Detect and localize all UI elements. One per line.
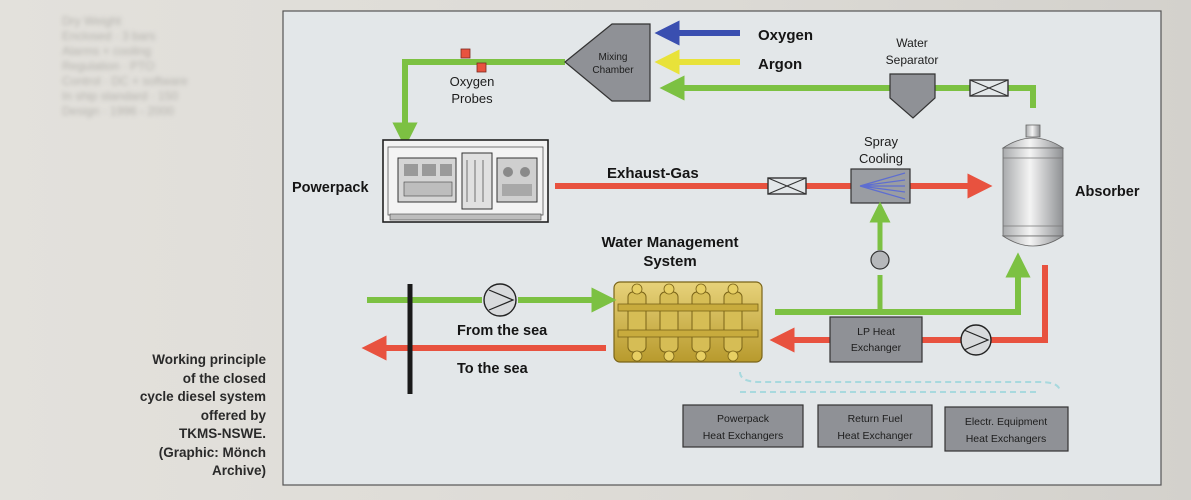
water-separator-label-2: Separator bbox=[886, 53, 939, 67]
from-sea-label: From the sea bbox=[457, 323, 548, 339]
mixing-chamber-label-1: Mixing bbox=[599, 52, 628, 63]
blurred-line: Control · DC + software bbox=[62, 74, 188, 88]
mixed-gas-arrow bbox=[392, 59, 565, 148]
oxygen-probe-sensor bbox=[476, 62, 487, 73]
caption-line: TKMS-NSWE. bbox=[179, 426, 266, 441]
oxygen-probes-label-2: Probes bbox=[451, 91, 493, 106]
water-separator-label-1: Water bbox=[896, 36, 928, 50]
powerpack-hx-label-1: Powerpack bbox=[717, 413, 770, 425]
spray-cooling-label-2: Cooling bbox=[859, 151, 903, 166]
water-to-absorber-arrow bbox=[775, 252, 1031, 315]
oxygen-label: Oxygen bbox=[758, 27, 813, 44]
caption-line: offered by bbox=[200, 407, 266, 423]
pump-icon bbox=[960, 324, 992, 356]
lp-heat-exchanger-label-1: LP Heat bbox=[857, 326, 895, 338]
exhaust-gas-label: Exhaust-Gas bbox=[607, 165, 699, 182]
oxygen-probe-sensor bbox=[460, 48, 471, 59]
powerpack-hx-label-2: Heat Exchangers bbox=[703, 430, 784, 442]
electr-equipment-hx-label-2: Heat Exchangers bbox=[966, 433, 1047, 445]
return-fuel-heat-exchanger: Return Fuel Heat Exchanger bbox=[817, 404, 933, 448]
caption-line: cycle diesel system bbox=[139, 389, 266, 404]
water-separator: Water Separator bbox=[886, 36, 939, 119]
caption-line: Working principle bbox=[152, 352, 266, 367]
valve-icon bbox=[969, 79, 1009, 97]
blurred-spec-text: Dry Weight Enclosed · 3 bars Alarms + co… bbox=[62, 14, 252, 119]
absorber-outlet-pipe bbox=[1008, 85, 1036, 108]
return-fuel-hx-label-1: Return Fuel bbox=[848, 413, 903, 425]
argon-label: Argon bbox=[758, 56, 802, 73]
blurred-line: Design · 1996 - 2000 bbox=[62, 104, 175, 118]
pump-icon bbox=[483, 283, 517, 317]
electr-equipment-heat-exchangers: Electr. Equipment Heat Exchangers bbox=[944, 406, 1069, 452]
to-sea-label: To the sea bbox=[457, 361, 529, 377]
blurred-line: In ship standard · 150 bbox=[62, 89, 179, 103]
absorber-vessel bbox=[1001, 124, 1065, 247]
powerpack-label: Powerpack bbox=[292, 180, 369, 196]
spray-cooling-unit: Spray Cooling bbox=[850, 134, 911, 204]
valve-icon bbox=[767, 177, 807, 195]
lp-heat-exchanger: LP Heat Exchanger bbox=[829, 316, 923, 363]
spray-cooling-label-1: Spray bbox=[864, 134, 898, 149]
caption-line: Archive) bbox=[211, 463, 266, 478]
absorber-label: Absorber bbox=[1075, 184, 1140, 200]
water-management-label-1: Water Management bbox=[602, 234, 739, 251]
return-fuel-hx-label-2: Heat Exchanger bbox=[837, 430, 913, 442]
pump-icon bbox=[870, 250, 890, 270]
powerpack-heat-exchangers: Powerpack Heat Exchangers bbox=[682, 404, 804, 448]
blurred-line: Alarms + cooling bbox=[62, 44, 152, 58]
lp-heat-exchanger-label-2: Exchanger bbox=[851, 342, 902, 354]
absorber-return-pipe bbox=[990, 265, 1048, 343]
blurred-line: Regulation · PTO bbox=[62, 59, 155, 73]
mixing-chamber-label-2: Chamber bbox=[592, 65, 634, 76]
figure-caption: Working principle of the closed cycle di… bbox=[108, 351, 266, 481]
water-management-label-2: System bbox=[643, 253, 696, 270]
powerpack-engine bbox=[382, 139, 549, 223]
blurred-line: Dry Weight bbox=[62, 14, 122, 28]
water-management-system bbox=[613, 281, 763, 363]
caption-line: (Graphic: Mönch bbox=[158, 444, 266, 460]
blurred-line: Enclosed · 3 bars bbox=[62, 29, 156, 43]
electr-equipment-hx-label-1: Electr. Equipment bbox=[965, 416, 1047, 428]
oxygen-probes-label-1: Oxygen bbox=[450, 74, 495, 89]
caption-line: of the closed bbox=[182, 370, 266, 386]
cooling-circuit-line bbox=[739, 371, 1061, 393]
mixing-chamber: Mixing Chamber bbox=[564, 23, 651, 102]
